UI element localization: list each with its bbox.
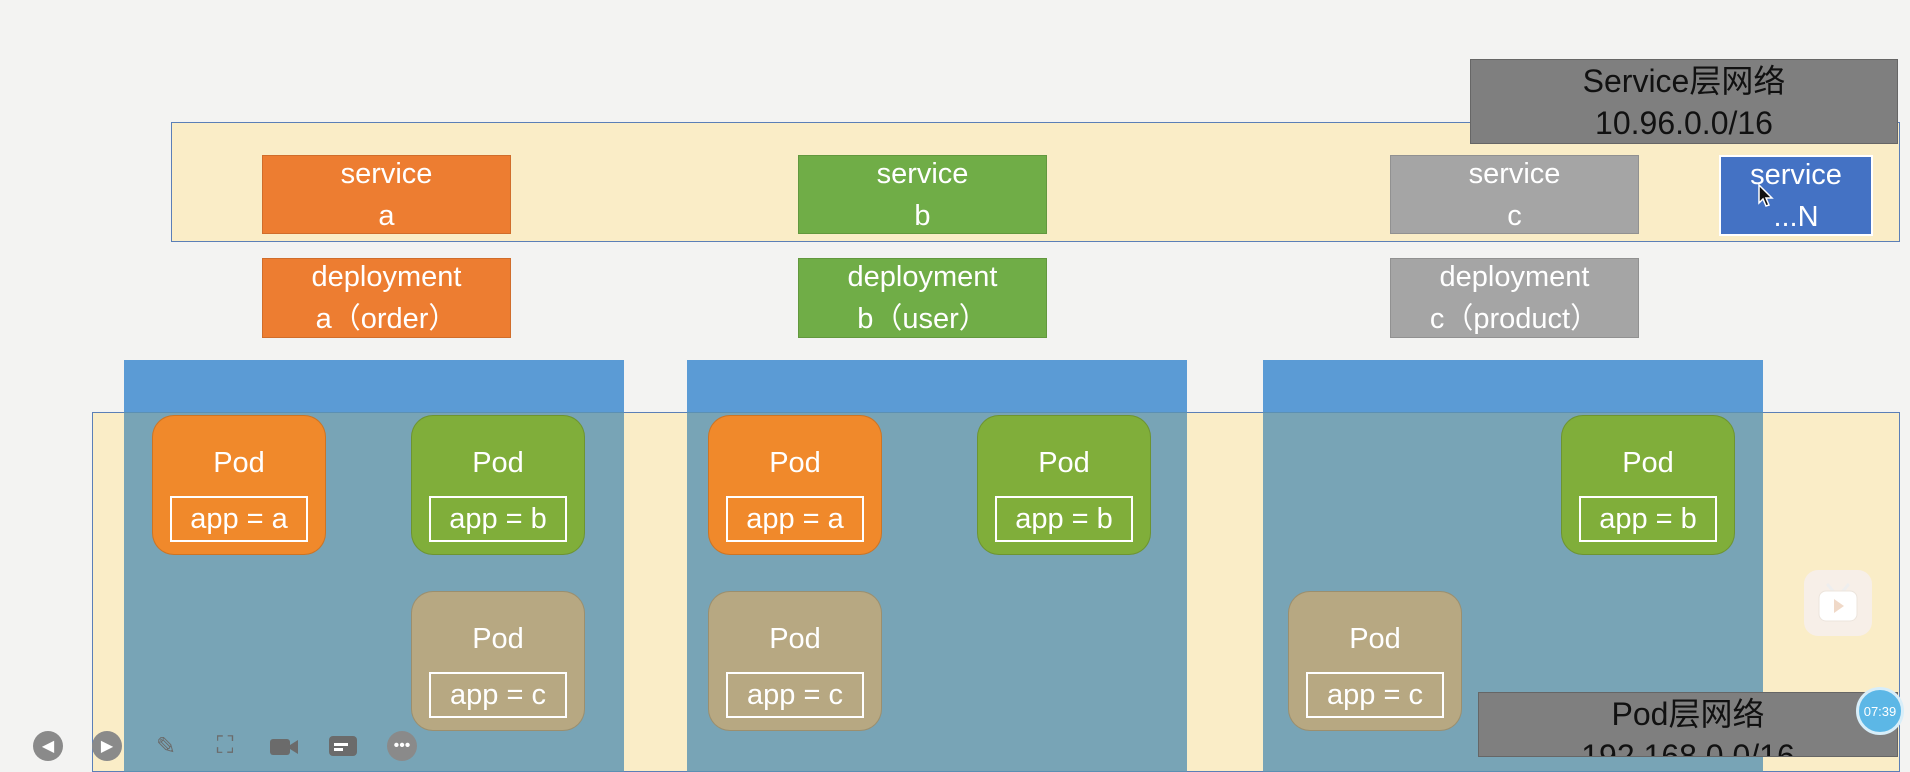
pod-title: Pod — [472, 447, 524, 479]
service-b-box: service b — [798, 155, 1047, 234]
service-network-title: Service层网络 — [1582, 63, 1786, 99]
service-c-line2: c — [1507, 199, 1522, 232]
pod-label: app = a — [170, 496, 308, 542]
mouse-cursor-icon — [1758, 183, 1774, 207]
pod-node2-a: Pod app = a — [708, 415, 882, 555]
camera-icon[interactable] — [269, 731, 299, 761]
node-header-2 — [687, 360, 1187, 412]
pod-node2-b: Pod app = b — [977, 415, 1151, 555]
pod-node1-c: Pod app = c — [411, 591, 585, 731]
pod-node1-b: Pod app = b — [411, 415, 585, 555]
pod-label: app = b — [429, 496, 567, 542]
pod-node2-c: Pod app = c — [708, 591, 882, 731]
service-b-line2: b — [914, 199, 931, 232]
pod-title: Pod — [472, 623, 524, 655]
pod-node1-a: Pod app = a — [152, 415, 326, 555]
subtitle-icon[interactable] — [328, 731, 358, 761]
pod-network-label: Pod层网络 192.168.0.0/16 — [1478, 692, 1898, 757]
service-network-label: Service层网络 10.96.0.0/16 — [1470, 59, 1898, 144]
pod-title: Pod — [769, 447, 821, 479]
pod-node3-b: Pod app = b — [1561, 415, 1735, 555]
node-header-1 — [124, 360, 624, 412]
pod-label: app = c — [726, 672, 864, 718]
timestamp-text: 07:39 — [1863, 703, 1897, 719]
pod-title: Pod — [1622, 447, 1674, 479]
deployment-b-box: deployment b（user） — [798, 258, 1047, 338]
service-c-box: service c — [1390, 155, 1639, 234]
deployment-a-box: deployment a（order） — [262, 258, 511, 338]
pod-title: Pod — [213, 447, 265, 479]
pod-label: app = a — [726, 496, 864, 542]
pod-label: app = b — [1579, 496, 1717, 542]
service-b-line1: service — [876, 157, 969, 190]
service-n-line1: service — [1750, 158, 1842, 191]
deployment-c-box: deployment c（product） — [1390, 258, 1639, 338]
timestamp-badge: 07:39 — [1856, 687, 1904, 735]
service-c-line1: service — [1468, 157, 1561, 190]
bilibili-tv-icon[interactable] — [1804, 570, 1872, 636]
deployment-a-line1: deployment — [311, 261, 462, 293]
pod-label: app = c — [429, 672, 567, 718]
pen-icon[interactable]: ✎ — [155, 732, 177, 760]
deployment-b-line1: deployment — [847, 261, 998, 293]
node-header-3 — [1263, 360, 1763, 412]
prev-icon[interactable]: ◀ — [33, 731, 63, 761]
pod-node3-c: Pod app = c — [1288, 591, 1462, 731]
pod-title: Pod — [769, 623, 821, 655]
pod-label: app = b — [995, 496, 1133, 542]
service-a-line2: a — [378, 199, 395, 232]
pod-network-title: Pod层网络 — [1611, 696, 1765, 732]
deployment-a-line2: a（order） — [315, 303, 458, 335]
deployment-b-line2: b（user） — [857, 303, 988, 335]
pod-title: Pod — [1038, 447, 1090, 479]
pod-label: app = c — [1306, 672, 1444, 718]
service-a-box: service a — [262, 155, 511, 234]
deployment-c-line1: deployment — [1439, 261, 1590, 293]
pod-title: Pod — [1349, 623, 1401, 655]
more-icon[interactable]: ••• — [387, 731, 417, 761]
screenshot-icon[interactable]: ⛶ — [216, 732, 234, 759]
service-network-cidr: 10.96.0.0/16 — [1595, 105, 1773, 141]
next-icon[interactable]: ▶ — [92, 731, 122, 761]
deployment-c-line2: c（product） — [1429, 303, 1600, 335]
pod-network-cidr: 192.168.0.0/16 — [1581, 738, 1795, 757]
service-n-line2: ...N — [1773, 200, 1819, 233]
service-n-box: service ...N — [1719, 155, 1873, 236]
service-a-line1: service — [340, 157, 433, 190]
